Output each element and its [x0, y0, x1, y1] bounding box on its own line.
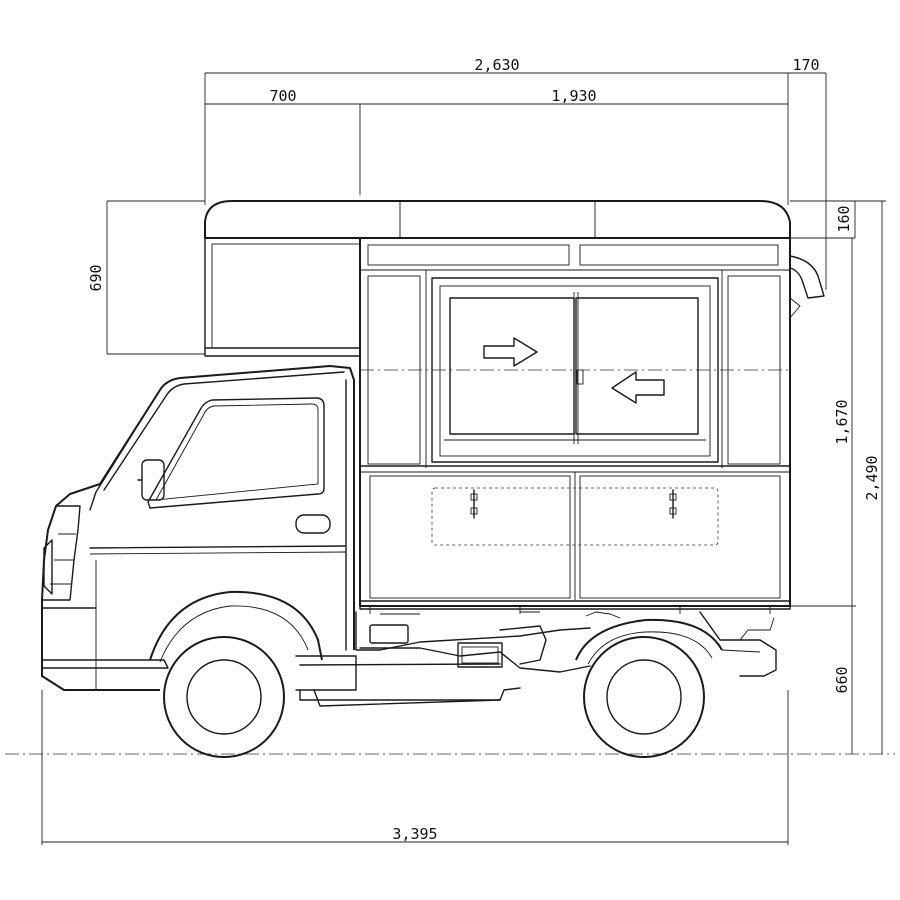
arrow-right-icon	[483, 337, 538, 367]
fuel-box	[457, 642, 503, 668]
hinge-left	[470, 489, 478, 519]
side-reflector	[369, 624, 409, 644]
chassis	[299, 611, 777, 707]
door-handle	[295, 514, 331, 534]
front-rim	[186, 659, 262, 735]
dim-box-height: 1,670	[833, 399, 851, 444]
dim-overall-height: 2,490	[863, 455, 881, 500]
truck-cab	[41, 365, 521, 701]
lower-door-right	[579, 475, 781, 599]
sliding-sash-left	[449, 297, 575, 435]
rear-vent-hood	[789, 255, 825, 299]
dim-front-section: 700	[269, 87, 296, 105]
cargo-box	[204, 200, 825, 614]
lower-door-left	[369, 475, 571, 599]
rear-tire	[583, 636, 705, 758]
dimension-labels: 2,630 170 700 1,930 690 160 1,670 2,490 …	[87, 56, 881, 843]
sliding-sash-right	[575, 297, 699, 435]
front-bumper	[41, 607, 169, 669]
dim-box-front-height: 690	[87, 264, 105, 291]
dim-floor-height: 660	[833, 666, 851, 693]
rear-box	[359, 237, 791, 607]
rear-wheel-arch	[575, 618, 723, 661]
dim-overall-length: 3,395	[392, 825, 437, 843]
front-wheel-arch	[149, 590, 323, 661]
roof	[204, 200, 791, 239]
box-floor-rail	[359, 600, 791, 610]
cab-over-compartment	[204, 237, 361, 357]
cab-side-window	[147, 397, 325, 509]
dim-roof-height: 160	[835, 205, 853, 232]
arrow-left-icon	[611, 371, 665, 404]
hinge-right	[669, 489, 677, 519]
dim-rear-section: 1,930	[551, 87, 596, 105]
cab-front-face	[41, 505, 81, 601]
dimension-lines	[5, 72, 895, 845]
rear-wheel	[575, 618, 723, 758]
rear-rim	[606, 659, 682, 735]
fold-down-counter	[431, 487, 719, 546]
dim-box-total-length: 2,630	[474, 56, 519, 74]
dim-rear-overhang: 170	[792, 56, 819, 74]
front-wheel	[149, 590, 323, 758]
running-board	[295, 655, 357, 691]
headlight	[43, 539, 53, 595]
front-tire	[163, 636, 285, 758]
